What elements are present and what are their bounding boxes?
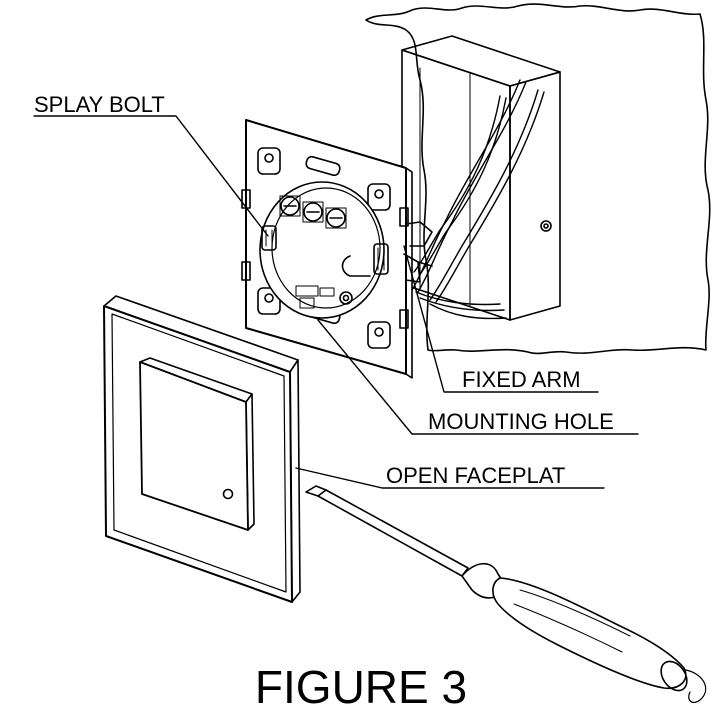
label-mounting-hole: MOUNTING HOLE	[428, 409, 614, 434]
label-fixed-arm: FIXED ARM	[462, 367, 581, 392]
leader-mounting-hole	[317, 319, 639, 435]
keyhole-bottom-right	[367, 321, 391, 349]
splay-bolt-right	[341, 243, 389, 277]
keyhole-top-left	[257, 147, 281, 175]
rocker-button	[139, 357, 255, 531]
leader-lines	[33, 115, 639, 489]
wires	[411, 79, 545, 320]
faceplate	[103, 295, 301, 603]
keyhole-top-right	[367, 183, 391, 211]
label-splay-bolt: SPLAY BOLT	[34, 92, 165, 117]
leader-splay-bolt	[33, 115, 269, 237]
leader-fixed-arm	[403, 245, 599, 393]
switch-mechanism	[259, 181, 389, 319]
terminal-screws	[279, 195, 347, 229]
indicator-led	[222, 488, 234, 500]
screwdriver	[305, 485, 707, 704]
leader-open-faceplate	[295, 467, 605, 489]
figure-caption: FIGURE 3	[254, 661, 468, 713]
wall-cutout	[365, 3, 711, 355]
label-open-faceplate: OPEN FACEPLAT	[386, 463, 566, 488]
